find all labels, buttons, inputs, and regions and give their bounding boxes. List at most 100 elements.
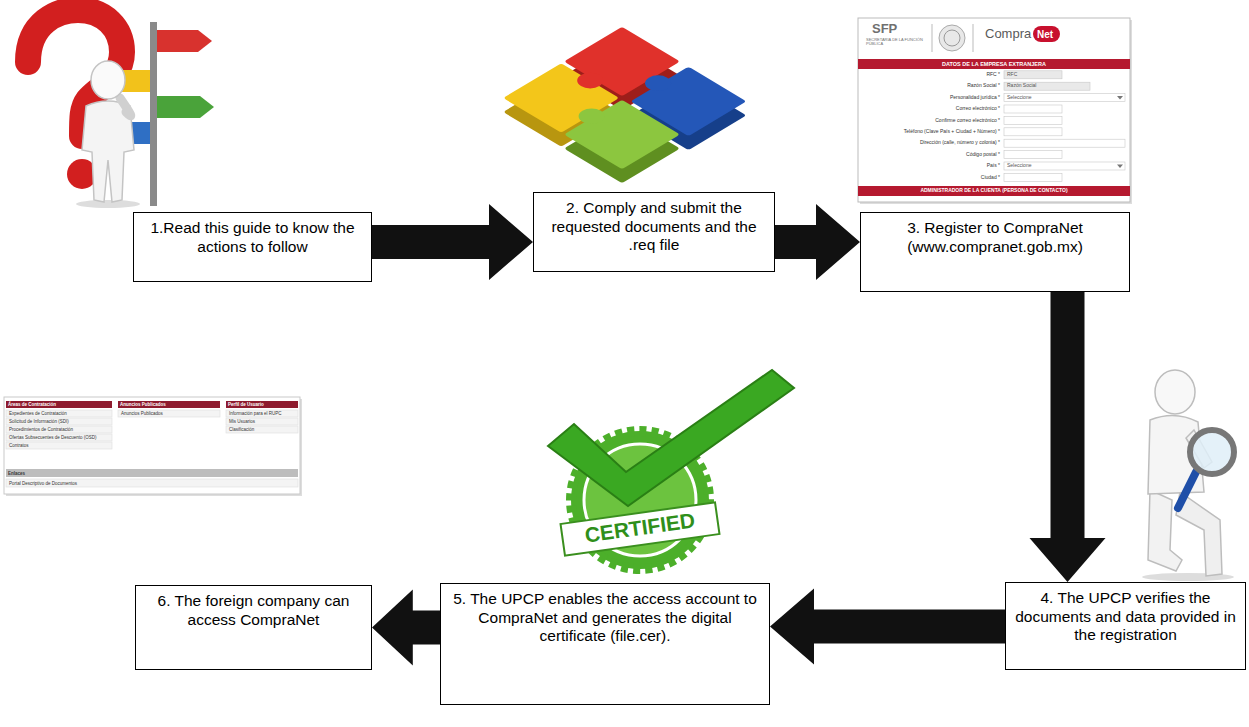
step-box: 5. The UPCP enables the access account t… bbox=[440, 583, 770, 705]
menu-screenshot-part bbox=[226, 426, 298, 433]
form-screenshot-part bbox=[1004, 162, 1125, 170]
field-label: Dirección (calle, número y colonia) * bbox=[862, 140, 1000, 146]
step-text: 3. Register to CompraNet (www.compranet.… bbox=[869, 219, 1121, 256]
step-text: 6. The foreign company can access Compra… bbox=[144, 592, 363, 629]
step-text: 2. Comply and submit the requested docum… bbox=[542, 199, 766, 255]
step-box: 4. The UPCP verifies the documents and d… bbox=[1005, 582, 1246, 670]
menu-screenshot-part bbox=[6, 434, 112, 441]
form-screenshot-part bbox=[858, 18, 1130, 202]
certified-seal bbox=[548, 370, 794, 569]
field-value: Razón Social bbox=[1007, 83, 1036, 89]
field-label: Personalidad jurídica * bbox=[862, 95, 1000, 101]
logo-subtitle: SECRETARÍA DE LA FUNCIÓN PÚBLICA bbox=[866, 38, 928, 47]
menu-screenshot-part bbox=[226, 401, 298, 408]
menu-item: Información para el RUPC bbox=[229, 411, 282, 416]
logo-text: Net bbox=[1037, 29, 1053, 41]
form-screenshot-part bbox=[939, 25, 965, 51]
puzzle-illustration-part-part bbox=[630, 67, 746, 137]
form-screenshot-part bbox=[944, 30, 960, 46]
menu-screenshot-part bbox=[6, 469, 298, 477]
question-illustration-part bbox=[157, 96, 214, 118]
certified-seal-part bbox=[548, 370, 794, 506]
menu-screenshot-part bbox=[226, 418, 298, 425]
puzzle-illustration-part-part bbox=[572, 70, 609, 92]
logo-text: SFP bbox=[872, 22, 897, 37]
question-illustration-part bbox=[120, 98, 131, 116]
logo-text: Compra bbox=[985, 27, 1031, 42]
field-value: Seleccione bbox=[1007, 95, 1031, 101]
menu-item: Mis Usuarios bbox=[229, 419, 255, 424]
question-illustration-part bbox=[91, 61, 125, 99]
inspector-illustration-part bbox=[1155, 370, 1195, 414]
form-screenshot-part bbox=[1033, 26, 1060, 42]
menu-item: Ofertas Subsecuentes de Descuento (OSD) bbox=[9, 435, 97, 440]
flow-arrow bbox=[775, 204, 860, 280]
form-screenshot-part bbox=[1004, 94, 1125, 102]
step-text: 1.Read this guide to know the actions to… bbox=[142, 219, 363, 256]
form-screenshot-part bbox=[1004, 139, 1125, 147]
question-illustration-part bbox=[76, 200, 140, 208]
field-label: Código postal * bbox=[862, 152, 1000, 158]
menu-screenshot-part bbox=[6, 479, 298, 487]
field-label: Correo electrónico * bbox=[862, 106, 1000, 112]
step-text: 4. The UPCP verifies the documents and d… bbox=[1014, 589, 1237, 645]
flow-arrow bbox=[770, 589, 1005, 665]
puzzle-illustration bbox=[503, 27, 746, 187]
menu-item: Solicitud de Información (SDI) bbox=[9, 419, 69, 424]
field-value: RFC bbox=[1007, 72, 1017, 78]
form-screenshot-part bbox=[1004, 71, 1062, 79]
form-screenshot-part bbox=[973, 24, 974, 52]
puzzle-illustration-part bbox=[503, 27, 746, 173]
menu-screenshot-part bbox=[226, 410, 298, 417]
field-label: Teléfono (Clave País + Ciudad + Número) … bbox=[862, 129, 1000, 135]
menu-item: Clasificación bbox=[229, 427, 254, 432]
menu-screenshot-part bbox=[4, 397, 300, 494]
menu-screenshot-part bbox=[6, 401, 112, 408]
menu-item: Expedientes de Contratación bbox=[9, 411, 67, 416]
question-illustration bbox=[28, 10, 214, 208]
menu-header: Perfil de Usuario bbox=[228, 402, 264, 407]
puzzle-illustration-part-part bbox=[573, 105, 610, 127]
band-title: ADMINISTRADOR DE LA CUENTA (PERSONA DE C… bbox=[858, 188, 1130, 194]
menu-screenshot-part bbox=[6, 410, 112, 417]
puzzle-illustration-part-part bbox=[564, 27, 680, 97]
question-illustration-part bbox=[157, 30, 212, 52]
menu-header: Enlaces bbox=[8, 471, 25, 476]
form-screenshot-part bbox=[1004, 116, 1062, 124]
form-screenshot-part bbox=[1117, 96, 1123, 100]
form-screenshot-part bbox=[1117, 164, 1123, 168]
step-box: 6. The foreign company can access Compra… bbox=[135, 585, 372, 670]
flow-arrow bbox=[1030, 292, 1106, 582]
field-label: Confirme correo electrónico * bbox=[862, 118, 1000, 124]
step-box: 2. Comply and submit the requested docum… bbox=[533, 192, 775, 272]
form-screenshot-part bbox=[1004, 105, 1062, 113]
band-title: DATOS DE LA EMPRESA EXTRANJERA bbox=[858, 61, 1130, 67]
step-box: 1.Read this guide to know the actions to… bbox=[133, 212, 372, 282]
puzzle-illustration-part-part bbox=[640, 72, 677, 94]
menu-item: Procedimientos de Contratación bbox=[9, 427, 73, 432]
field-label: Razón Social * bbox=[862, 83, 1000, 89]
menu-header: Anuncios Publicados bbox=[120, 402, 166, 407]
menu-header: Áreas de Contratación bbox=[8, 402, 56, 407]
field-value: Seleccione bbox=[1007, 163, 1031, 169]
inspector-illustration-part bbox=[1190, 430, 1234, 474]
field-label: País * bbox=[862, 163, 1000, 169]
form-screenshot-part bbox=[1004, 82, 1090, 90]
menu-screenshot bbox=[4, 397, 302, 496]
question-illustration-part bbox=[150, 22, 157, 206]
form-screenshot-part bbox=[932, 24, 933, 52]
flow-arrow bbox=[372, 590, 440, 666]
menu-item: Portal Descriptivo de Documentos bbox=[9, 481, 77, 486]
field-label: Ciudad * bbox=[862, 175, 1000, 181]
inspector-illustration bbox=[1142, 370, 1234, 581]
step-box: 3. Register to CompraNet (www.compranet.… bbox=[860, 212, 1130, 292]
form-screenshot-part bbox=[858, 59, 1130, 69]
form-screenshot bbox=[858, 18, 1132, 204]
form-screenshot-part bbox=[1004, 151, 1062, 159]
field-label: RFC * bbox=[862, 72, 1000, 78]
menu-screenshot-part bbox=[6, 426, 112, 433]
menu-screenshot-part bbox=[6, 442, 112, 449]
menu-screenshot-part bbox=[118, 410, 220, 417]
menu-item: Anuncios Publicados bbox=[121, 411, 163, 416]
